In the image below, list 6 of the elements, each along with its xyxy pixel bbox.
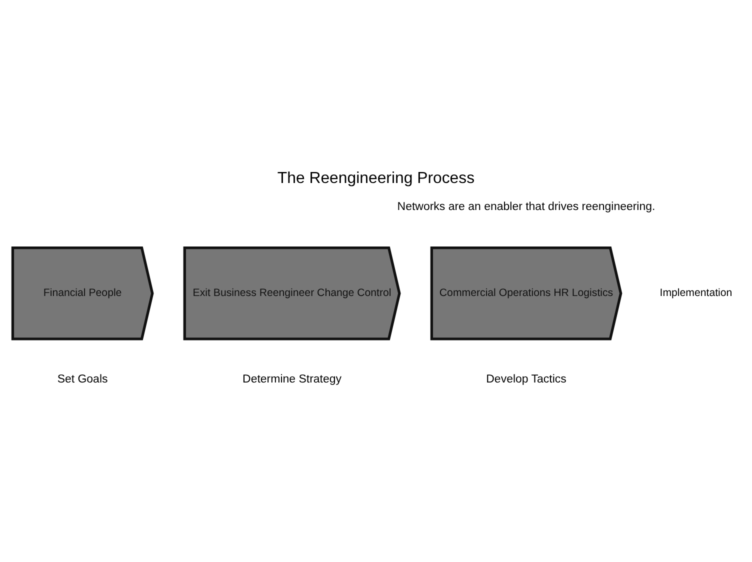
node-label: Set Goals bbox=[57, 374, 108, 386]
diagram-title: The Reengineering Process bbox=[277, 170, 475, 187]
node-label: Determine Strategy bbox=[242, 374, 342, 386]
node-label: Develop Tactics bbox=[486, 374, 566, 386]
node-text: Implementation bbox=[660, 287, 732, 300]
label: Networks are an enabler that drives reengineering. bbox=[397, 201, 656, 214]
